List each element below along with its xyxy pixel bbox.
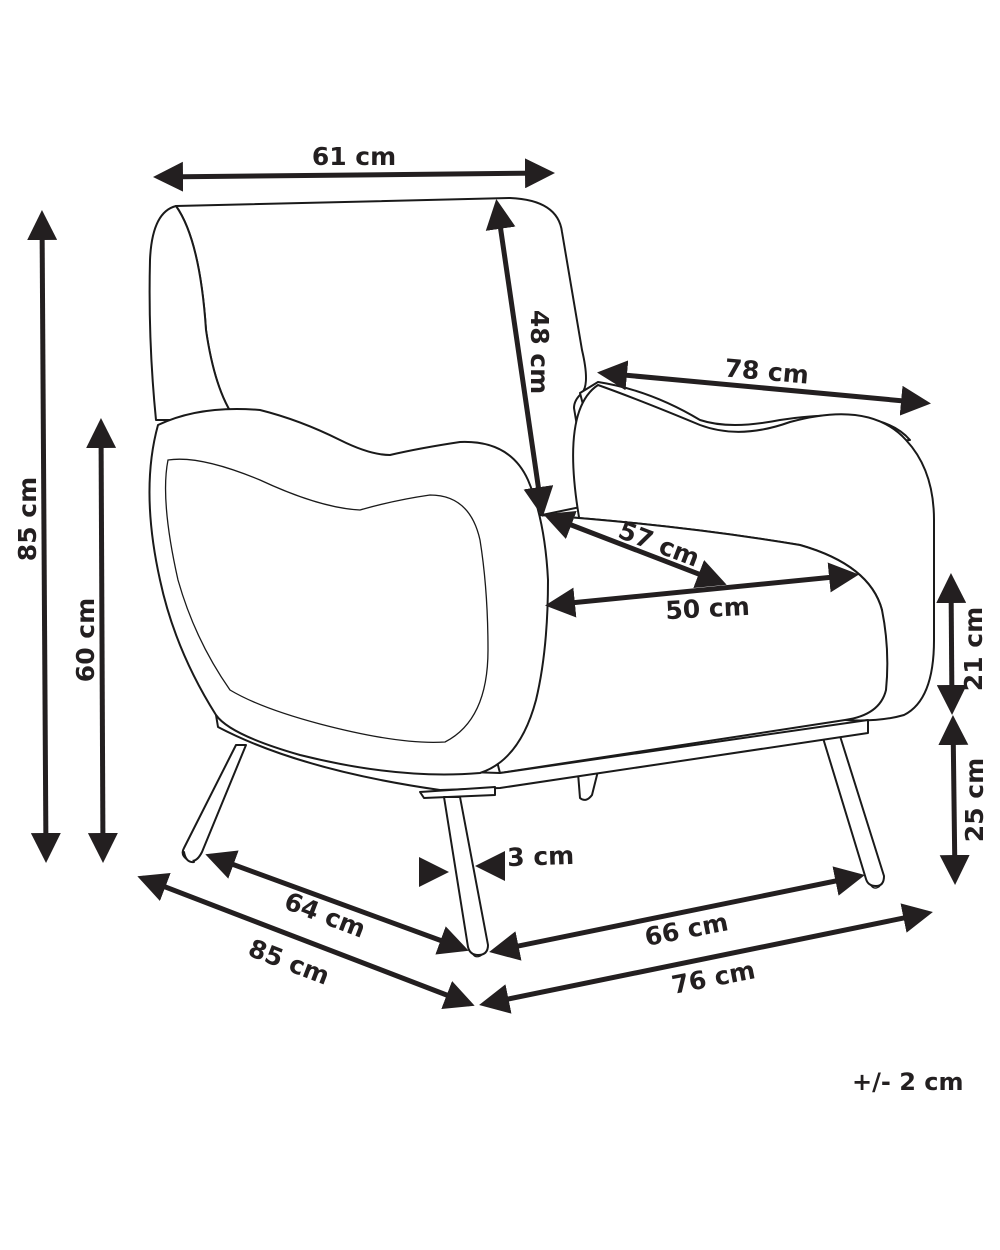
- left-armrest: [148, 408, 549, 776]
- arrow-total-height: [27, 210, 61, 863]
- tolerance-note: +/- 2 cm: [852, 1068, 964, 1096]
- arrow-seat-height-floor: [938, 715, 970, 885]
- label-backrest-width: 61 cm: [312, 142, 396, 171]
- arrow-seat-width: [545, 562, 859, 618]
- front-left-leg: [443, 796, 489, 958]
- label-total-height: 85 cm: [13, 477, 42, 561]
- arrow-overall-depth: [137, 872, 475, 1010]
- arrow-overall-width: [597, 360, 931, 416]
- label-seat-height-floor: 25 cm: [960, 758, 989, 842]
- arrow-seat-cushion-height: [936, 573, 967, 715]
- front-right-leg: [822, 735, 885, 889]
- label-seat-width: 50 cm: [665, 592, 751, 625]
- label-armrest-height: 60 cm: [71, 598, 100, 682]
- label-backrest-height: 48 cm: [525, 310, 554, 394]
- arrow-backrest-height: [485, 199, 554, 517]
- arrow-base-width: [479, 903, 933, 1014]
- label-leg-diameter: 3 cm: [507, 841, 575, 872]
- rear-left-leg: [181, 744, 247, 864]
- label-leg-span-width: 66 cm: [642, 907, 730, 952]
- rear-middle-leg: [577, 770, 599, 801]
- label-seat-cushion-height: 21 cm: [959, 607, 988, 691]
- arrow-armrest-height: [86, 418, 118, 863]
- dimension-arrows: [27, 158, 970, 1014]
- arrow-backrest-width: [153, 158, 555, 192]
- label-overall-depth: 85 cm: [244, 933, 333, 990]
